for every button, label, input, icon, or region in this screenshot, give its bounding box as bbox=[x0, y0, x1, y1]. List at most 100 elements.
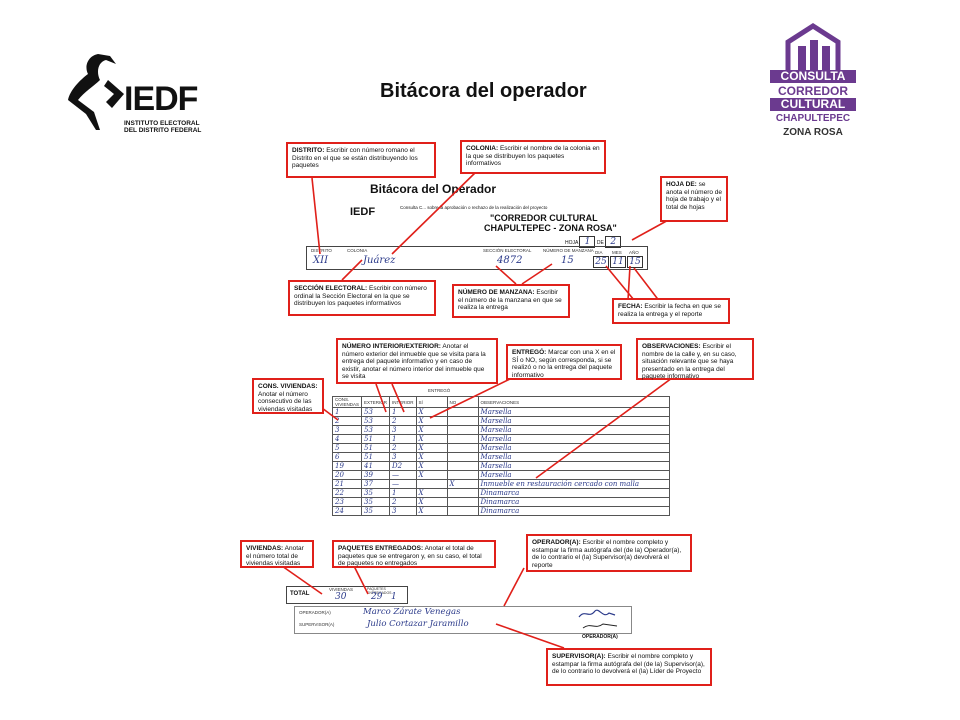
cell-si: X bbox=[415, 506, 448, 516]
iedf-logo: IEDF INSTITUTO ELECTORAL DEL DISTRITO FE… bbox=[66, 50, 206, 135]
cell-interior: — bbox=[389, 470, 417, 480]
supervisor-name: Julio Cortazar Jaramillo bbox=[367, 619, 469, 629]
cell-si: X bbox=[415, 497, 448, 507]
cell-no bbox=[446, 407, 479, 417]
cell-no bbox=[446, 416, 479, 426]
cell-interior: — bbox=[389, 479, 417, 489]
cell-observaciones: Marsella bbox=[477, 407, 671, 417]
cell-no bbox=[446, 470, 479, 480]
cell-interior: 2 bbox=[389, 497, 417, 507]
cell-cons: 2 bbox=[332, 416, 362, 426]
cell-no bbox=[446, 506, 479, 516]
callout-seccion: SECCIÓN ELECTORAL: Escribir con número o… bbox=[288, 280, 436, 316]
cell-si bbox=[415, 479, 448, 489]
cell-observaciones: Dinamarca bbox=[477, 506, 671, 516]
operador-label: OPERADOR(A) bbox=[299, 610, 331, 615]
cell-observaciones: Marsella bbox=[477, 461, 671, 471]
cell-interior: 2 bbox=[389, 443, 417, 453]
page-title: Bitácora del operador bbox=[380, 80, 587, 102]
form-header-row: DISTRITO XII COLONIA Juárez SECCIÓN ELEC… bbox=[306, 246, 648, 270]
cell-no bbox=[446, 443, 479, 453]
operador-name: Marco Zárate Venegas bbox=[363, 607, 461, 617]
total-paquetes: 29 bbox=[371, 592, 383, 602]
cell-si: X bbox=[415, 434, 448, 444]
th-entrego: ENTREGÓ bbox=[428, 388, 451, 393]
cell-exterior: 35 bbox=[360, 488, 391, 498]
cell-cons: 23 bbox=[332, 497, 362, 507]
cell-no: X bbox=[446, 479, 479, 489]
form-table: CONS. VIVIENDAS EXTERIOR INTERIOR SÍ NO … bbox=[332, 388, 671, 516]
cell-exterior: 51 bbox=[360, 434, 391, 444]
seccion-value: 4872 bbox=[497, 255, 523, 266]
cell-interior: 3 bbox=[389, 506, 417, 516]
cell-si: X bbox=[415, 443, 448, 453]
cell-si: X bbox=[415, 416, 448, 426]
viviendas-label: VIVIENDAS bbox=[329, 587, 354, 592]
cell-exterior: 51 bbox=[360, 452, 391, 462]
cell-observaciones: Marsella bbox=[477, 470, 671, 480]
cell-observaciones: Marsella bbox=[477, 434, 671, 444]
cell-si: X bbox=[415, 488, 448, 498]
cell-exterior: 35 bbox=[360, 497, 391, 507]
total-label: TOTAL bbox=[290, 591, 310, 597]
cell-cons: 1 bbox=[332, 407, 362, 417]
callout-hoja: HOJA DE: se anota el número de hoja de t… bbox=[660, 176, 728, 222]
th-interior: INTERIOR bbox=[389, 396, 417, 408]
cell-cons: 20 bbox=[332, 470, 362, 480]
colonia-value: Juárez bbox=[363, 255, 396, 266]
signature-operador-icon bbox=[578, 609, 616, 618]
cell-no bbox=[446, 452, 479, 462]
cell-observaciones: Inmueble en restauración cercado con mal… bbox=[477, 479, 671, 489]
supervisor-label: SUPERVISOR(A) bbox=[299, 622, 335, 627]
th-no: NO bbox=[446, 396, 479, 408]
form-project-2: CHAPULTEPEC - ZONA ROSA" bbox=[484, 223, 617, 233]
cell-interior: D2 bbox=[389, 461, 417, 471]
callout-operador: OPERADOR(A): Escribir el nombre completo… bbox=[526, 534, 692, 572]
cell-cons: 6 bbox=[332, 452, 362, 462]
cell-exterior: 53 bbox=[360, 407, 391, 417]
cell-observaciones: Marsella bbox=[477, 425, 671, 435]
th-si: SÍ bbox=[415, 396, 448, 408]
corredor-label: CORREDOR bbox=[777, 84, 848, 98]
zona-rosa-label: ZONA ROSA bbox=[783, 127, 843, 138]
total-viviendas: 30 bbox=[335, 592, 347, 602]
cell-si: X bbox=[415, 407, 448, 417]
cell-no bbox=[446, 497, 479, 507]
manzana-value: 15 bbox=[561, 255, 574, 266]
th-exterior: EXTERIOR bbox=[360, 396, 391, 408]
cell-si: X bbox=[415, 452, 448, 462]
cell-cons: 4 bbox=[332, 434, 362, 444]
de-label: DE bbox=[596, 240, 604, 246]
cell-observaciones: Marsella bbox=[477, 452, 671, 462]
cell-interior: 3 bbox=[389, 425, 417, 435]
seccion-label: SECCIÓN ELECTORAL bbox=[483, 248, 532, 253]
fecha-mes: 11 bbox=[610, 256, 626, 268]
form-project-1: "CORREDOR CULTURAL bbox=[490, 213, 598, 223]
callout-distrito: DISTRITO: Escribir con número romano el … bbox=[286, 142, 436, 178]
cultural-label: CULTURAL bbox=[770, 98, 856, 111]
callout-cons: CONS. VIVIENDAS: Anotar el número consec… bbox=[252, 378, 324, 414]
iedf-subtitle-1: INSTITUTO ELECTORAL bbox=[124, 120, 200, 127]
cell-si: X bbox=[415, 470, 448, 480]
cell-interior: 1 bbox=[389, 407, 417, 417]
cell-exterior: 39 bbox=[360, 470, 391, 480]
cell-cons: 5 bbox=[332, 443, 362, 453]
callout-entrego: ENTREGÓ: Marcar con una X en el SÍ o NO,… bbox=[506, 344, 622, 380]
iedf-subtitle-2: DEL DISTRITO FEDERAL bbox=[124, 127, 202, 134]
cell-observaciones: Dinamarca bbox=[477, 497, 671, 507]
th-observaciones: OBSERVACIONES bbox=[477, 396, 671, 408]
cell-observaciones: Dinamarca bbox=[477, 488, 671, 498]
manzana-label: NÚMERO DE MANZANA bbox=[543, 248, 594, 253]
form-iedf: IEDF bbox=[350, 206, 376, 218]
cell-cons: 22 bbox=[332, 488, 362, 498]
